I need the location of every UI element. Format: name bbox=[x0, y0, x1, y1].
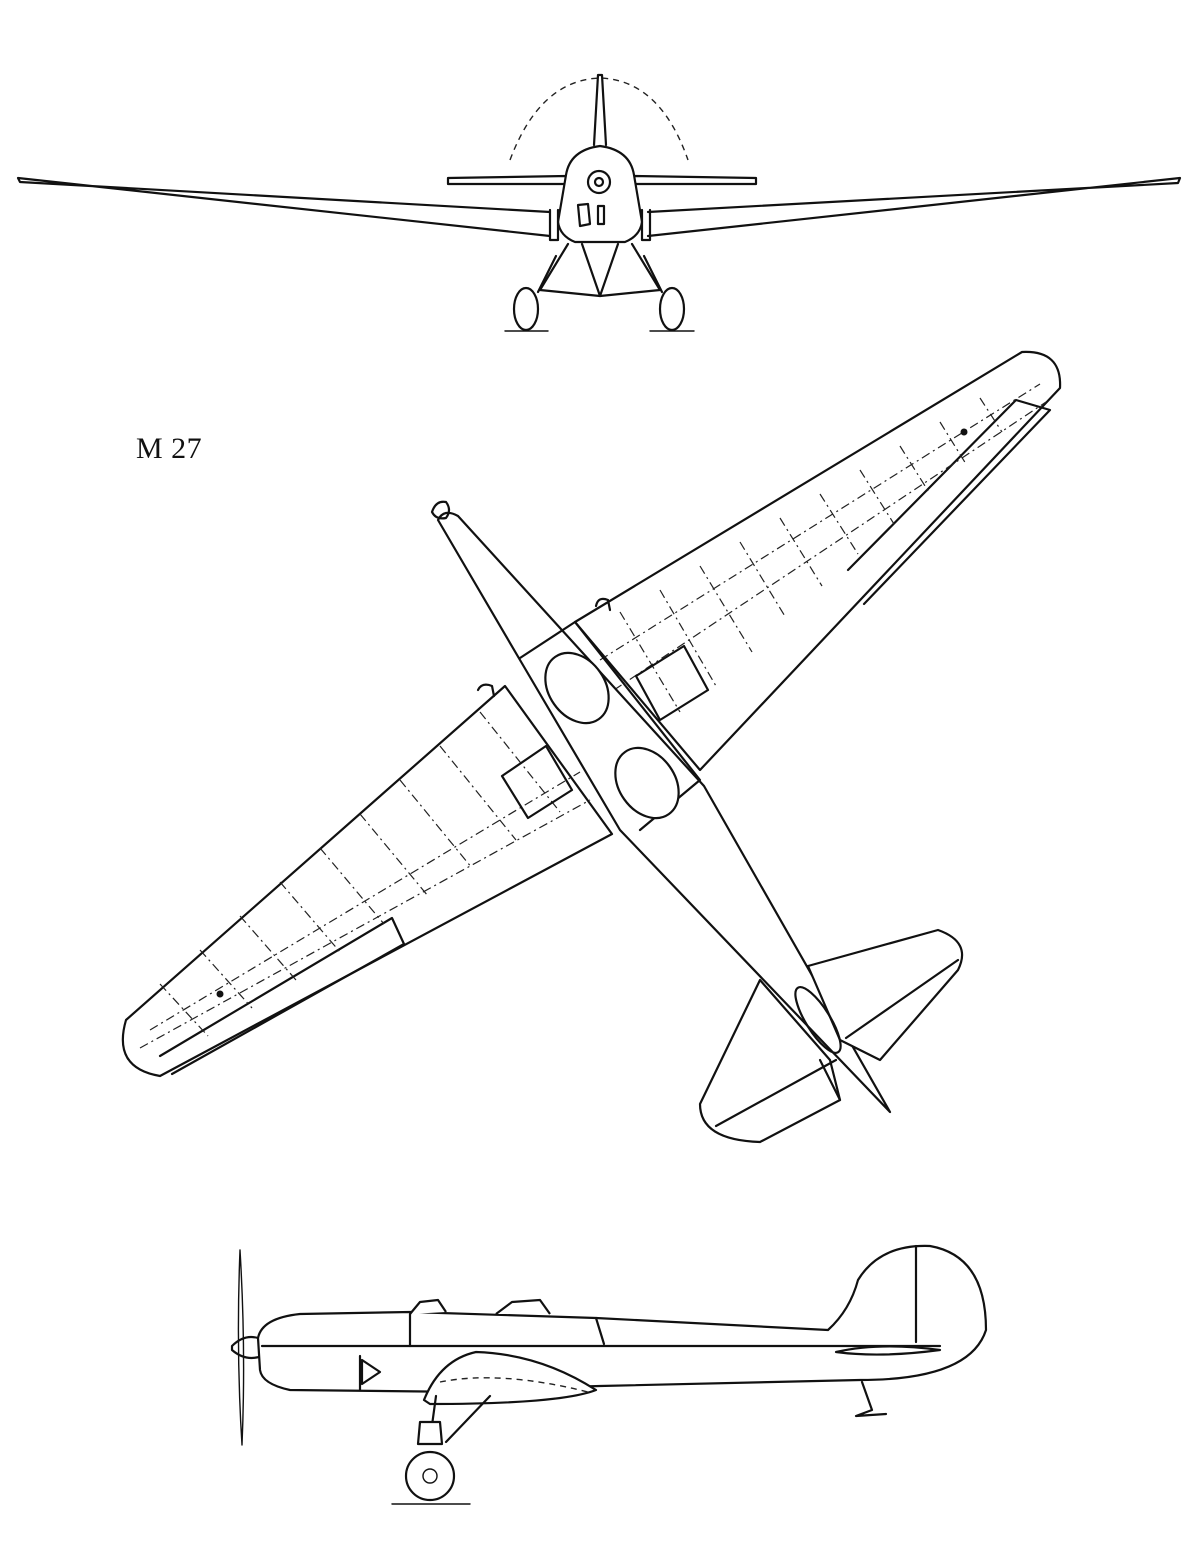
top-aileron-right bbox=[846, 398, 1052, 606]
front-gear-strut-right bbox=[642, 254, 664, 294]
top-navlight-right bbox=[960, 428, 968, 436]
front-spinner-outer bbox=[586, 169, 612, 195]
front-gear-leg-left bbox=[538, 242, 602, 298]
top-tailplane-right bbox=[806, 928, 964, 1062]
side-cockpit-rear-edge bbox=[594, 1316, 606, 1346]
front-gear-strut-left bbox=[536, 254, 558, 294]
front-wheel-right bbox=[658, 286, 686, 332]
front-window-left bbox=[576, 202, 592, 228]
top-fitting-left bbox=[476, 683, 496, 698]
top-tailplane-left bbox=[698, 978, 842, 1144]
side-tail-skid bbox=[854, 1380, 888, 1418]
front-window-right bbox=[596, 204, 606, 226]
model-designation-label: M 27 bbox=[136, 432, 203, 465]
front-gear-leg-right bbox=[598, 242, 662, 298]
front-wing-right bbox=[646, 176, 1182, 238]
side-wing-dashed bbox=[439, 1377, 589, 1393]
top-navlight-left bbox=[216, 990, 224, 998]
top-spinner bbox=[430, 500, 451, 520]
side-tailplane bbox=[834, 1345, 942, 1356]
front-propeller-arc bbox=[509, 77, 689, 161]
front-view bbox=[16, 73, 1182, 332]
front-wheel-left bbox=[512, 286, 540, 332]
front-fin bbox=[592, 73, 608, 147]
front-tailplane-left bbox=[446, 174, 568, 186]
side-gear-fork bbox=[416, 1420, 444, 1446]
top-wing-left-ribs bbox=[139, 711, 591, 1049]
front-wing-root-left bbox=[548, 208, 560, 242]
top-cockpit-rear bbox=[614, 746, 680, 820]
front-tailplane-right bbox=[632, 174, 758, 186]
top-wing-left bbox=[121, 684, 614, 1078]
side-wing-fairing bbox=[422, 1350, 598, 1406]
side-fitting bbox=[360, 1358, 382, 1386]
top-elevator-line-right bbox=[844, 958, 960, 1040]
top-panel-right bbox=[634, 644, 710, 722]
top-cockpit-front bbox=[544, 651, 610, 725]
front-spinner-inner bbox=[593, 176, 605, 188]
side-wheel bbox=[404, 1450, 456, 1502]
top-view bbox=[121, 350, 1062, 1144]
top-fitting-right bbox=[594, 597, 612, 612]
side-wheel-hub bbox=[422, 1468, 438, 1484]
front-wing-root-right bbox=[640, 208, 652, 242]
top-wing-right bbox=[573, 350, 1062, 772]
side-propeller bbox=[237, 1249, 245, 1446]
side-windscreen-front bbox=[409, 1298, 447, 1315]
top-panel-left bbox=[500, 744, 574, 820]
side-windscreen-rear bbox=[495, 1298, 551, 1315]
side-gear-strut bbox=[444, 1394, 492, 1444]
front-wing-left bbox=[16, 176, 552, 238]
top-elevator-line-left bbox=[714, 1058, 838, 1128]
top-aileron-left bbox=[158, 916, 406, 1076]
side-view bbox=[230, 1244, 988, 1505]
top-fin-outline bbox=[794, 986, 842, 1054]
